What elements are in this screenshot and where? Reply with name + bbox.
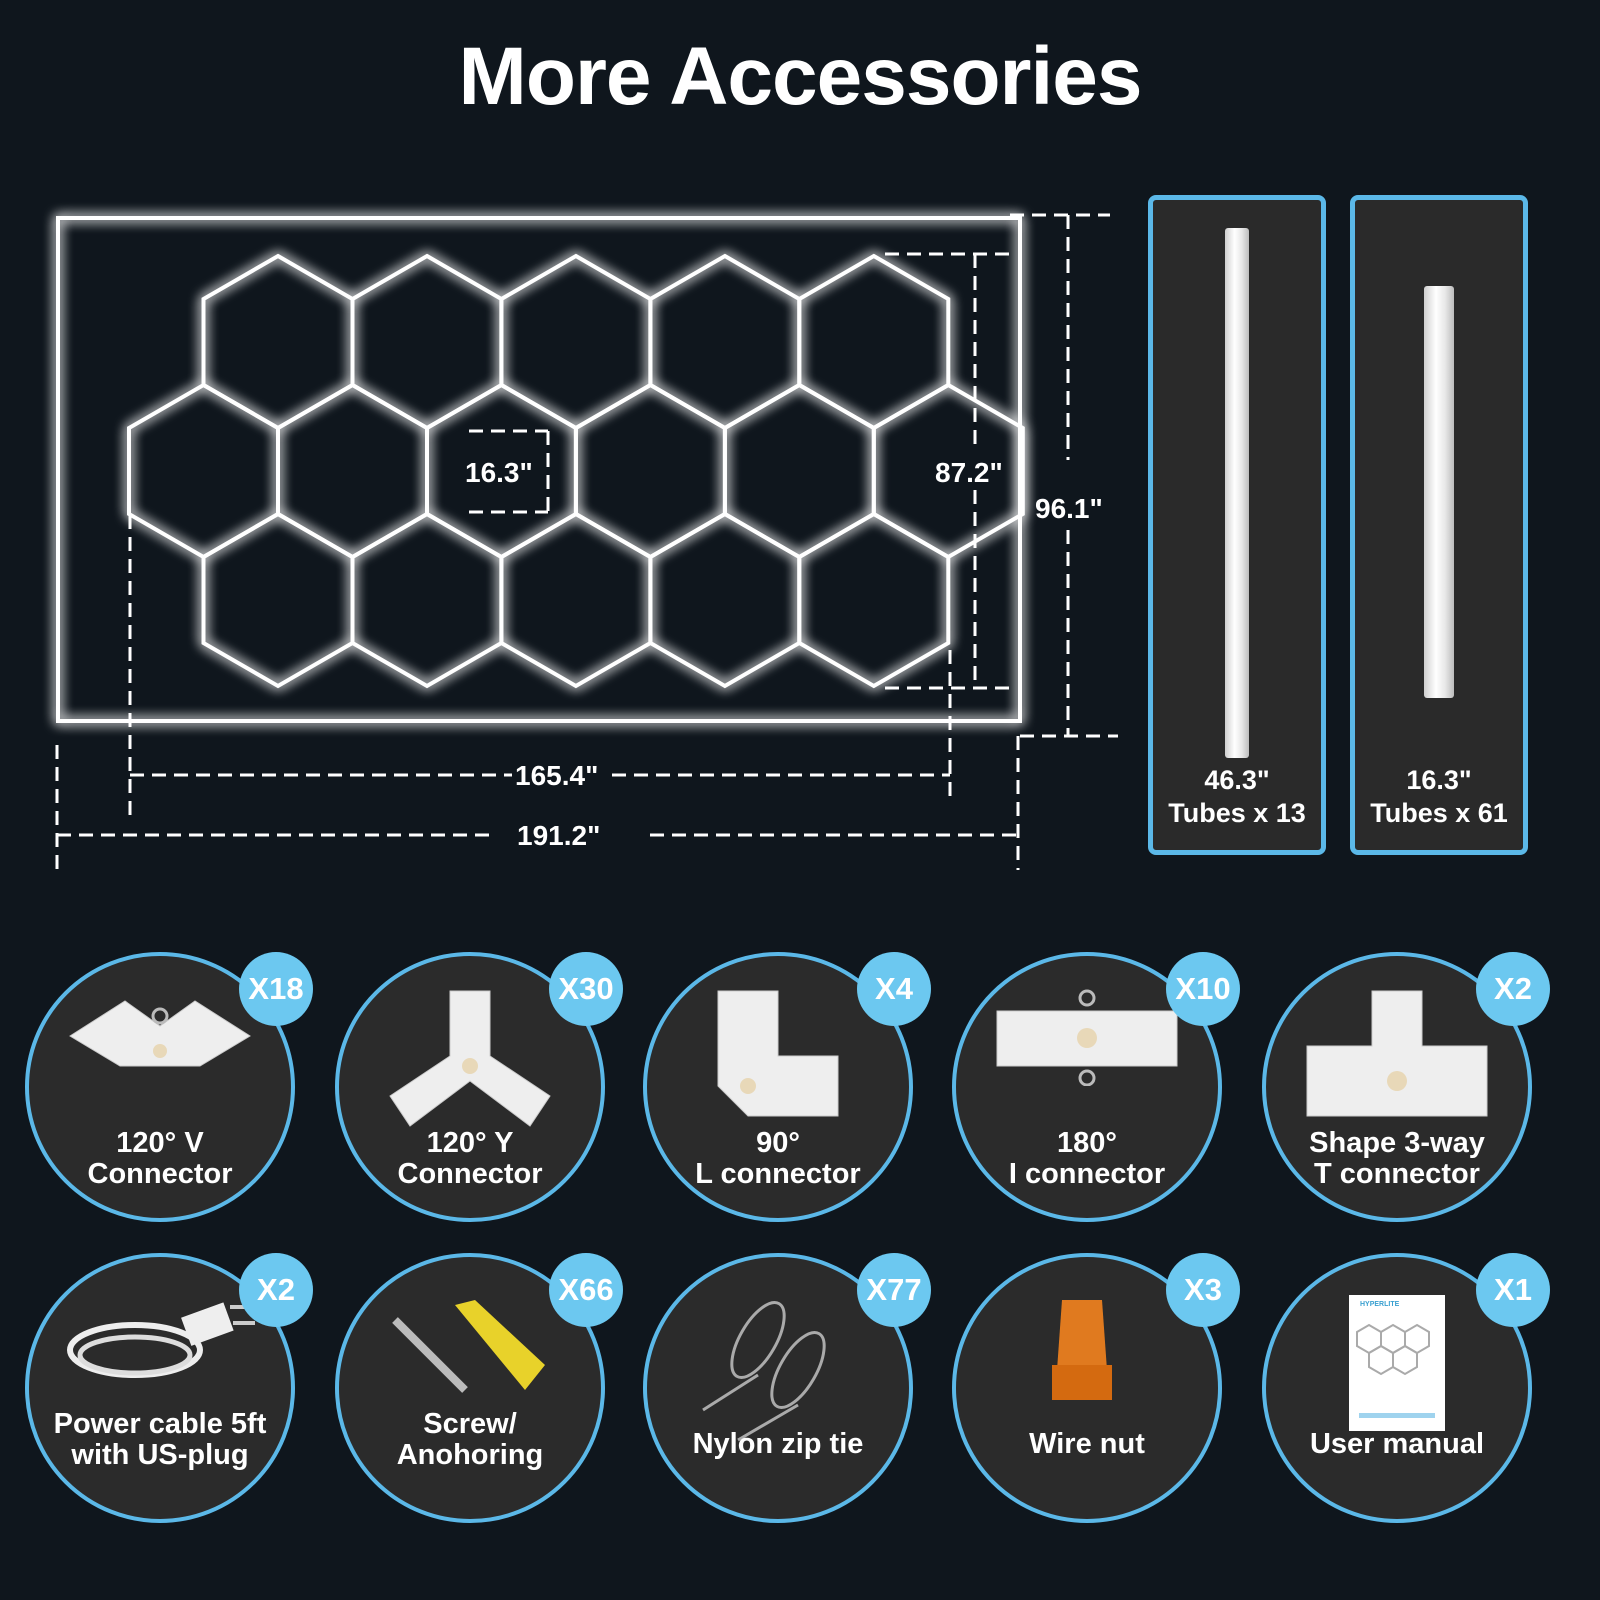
accessory-card: X77 Nylon zip tie: [643, 1253, 931, 1523]
accessory-label-line2: Connector: [397, 1158, 543, 1190]
hex-grid-diagram: 16.3" 87.2" 96.1" 165.4" 191.2": [55, 213, 1118, 870]
tube-image: [1424, 286, 1454, 698]
accessory-card: HYPERLITE X1 User manual: [1262, 1253, 1550, 1523]
y-connector-icon: [380, 986, 560, 1141]
i-connector-icon: [987, 986, 1187, 1091]
short-tube-card: 16.3" Tubes x 61: [1350, 195, 1528, 855]
screw-anchor-icon: [385, 1295, 555, 1410]
accessory-label: 120° V Connector: [29, 1128, 291, 1190]
accessory-label: Shape 3-way T connector: [1266, 1128, 1528, 1190]
quantity-badge: X4: [857, 952, 931, 1026]
accessory-label-line1: Nylon zip tie: [692, 1428, 864, 1460]
accessory-card: X4 90° L connector: [643, 952, 931, 1222]
outer-width-dimension: 191.2": [517, 820, 600, 851]
wire-nut-icon: [1047, 1295, 1127, 1410]
t-connector-icon: [1297, 986, 1497, 1131]
inner-height-dimension: 87.2": [935, 457, 1003, 488]
accessory-label-line1: Shape 3-way: [1309, 1127, 1485, 1159]
accessory-label-line2: L connector: [695, 1158, 861, 1190]
accessory-label: 90° L connector: [647, 1128, 909, 1190]
accessory-label-line1: User manual: [1309, 1428, 1485, 1460]
accessory-card: X66 Screw/ Anohoring: [335, 1253, 623, 1523]
hex-light: [499, 511, 653, 689]
power-cable-icon: [65, 1295, 255, 1390]
dimension-lines: [55, 213, 1118, 870]
accessory-card: X10 180° I connector: [952, 952, 1240, 1222]
outer-height-dimension: 96.1": [1035, 493, 1103, 524]
l-connector-icon: [708, 986, 848, 1131]
hex-light: [350, 511, 504, 689]
hex-light: [722, 382, 876, 560]
accessory-label-line1: 120° V: [116, 1127, 204, 1159]
hex-light: [648, 511, 802, 689]
quantity-badge: X3: [1166, 1253, 1240, 1327]
accessory-label-line2: T connector: [1314, 1158, 1480, 1190]
quantity-badge: X77: [857, 1253, 931, 1327]
hex-light: [276, 382, 429, 560]
hex-light: [648, 253, 802, 431]
accessory-label-line2: Connector: [87, 1158, 233, 1190]
quantity-badge: X30: [549, 952, 623, 1026]
accessory-label-line1: 90°: [756, 1127, 800, 1159]
quantity-badge: X18: [239, 952, 313, 1026]
tube-image: [1225, 228, 1249, 758]
accessory-label-line1: 120° Y: [426, 1127, 514, 1159]
accessory-label-line2: with US-plug: [71, 1439, 249, 1471]
accessory-label-line1: 180°: [1057, 1127, 1117, 1159]
inner-width-dimension: 165.4": [515, 760, 598, 791]
accessory-card: X2 Power cable 5ft with US-plug: [25, 1253, 313, 1523]
hex-light: [797, 253, 951, 431]
tube-length: 16.3": [1406, 765, 1472, 795]
tube-count: Tubes x 61: [1370, 798, 1508, 828]
accessory-card: X2 Shape 3-way T connector: [1262, 952, 1550, 1222]
quantity-badge: X2: [1476, 952, 1550, 1026]
tube-count: Tubes x 13: [1168, 798, 1306, 828]
tube-length: 46.3": [1204, 765, 1270, 795]
accessory-card: X18 120° V Connector: [25, 952, 313, 1222]
page-title: More Accessories: [458, 31, 1143, 122]
accessory-label: User manual: [1266, 1429, 1528, 1460]
accessory-label-line1: Screw/: [423, 1408, 517, 1440]
accessory-label: Nylon zip tie: [647, 1429, 909, 1460]
accessory-label-line1: Power cable 5ft: [53, 1408, 267, 1440]
tube-label: 46.3" Tubes x 13: [1153, 764, 1321, 830]
hex-light: [201, 253, 355, 431]
accessory-label-line2: Anohoring: [396, 1439, 544, 1471]
hex-light: [573, 382, 727, 560]
accessory-label-line2: I connector: [1008, 1158, 1166, 1190]
outer-frame: [56, 216, 1022, 723]
hex-light: [127, 382, 280, 560]
accessory-label: 120° Y Connector: [339, 1128, 601, 1190]
v-connector-icon: [60, 986, 260, 1081]
accessory-label: Screw/ Anohoring: [339, 1409, 601, 1471]
accessory-label: Wire nut: [956, 1429, 1218, 1460]
long-tube-card: 46.3" Tubes x 13: [1148, 195, 1326, 855]
hex-light: [350, 253, 504, 431]
hex-light: [797, 511, 951, 689]
tube-label: 16.3" Tubes x 61: [1355, 764, 1523, 830]
quantity-badge: X1: [1476, 1253, 1550, 1327]
quantity-badge: X2: [239, 1253, 313, 1327]
quantity-badge: X10: [1166, 952, 1240, 1026]
manual-brand: HYPERLITE: [1360, 1301, 1400, 1308]
quantity-badge: X66: [549, 1253, 623, 1327]
hex-side-dimension: 16.3": [465, 457, 533, 488]
accessory-label: 180° I connector: [956, 1128, 1218, 1190]
accessory-label: Power cable 5ft with US-plug: [29, 1409, 291, 1471]
hex-light: [201, 511, 355, 689]
accessory-card: X3 Wire nut: [952, 1253, 1240, 1523]
user-manual-icon: [1349, 1295, 1445, 1436]
accessory-label-line1: Wire nut: [1029, 1428, 1145, 1460]
hex-light: [499, 253, 653, 431]
zip-tie-icon: [698, 1295, 858, 1450]
accessory-card: X30 120° Y Connector: [335, 952, 623, 1222]
